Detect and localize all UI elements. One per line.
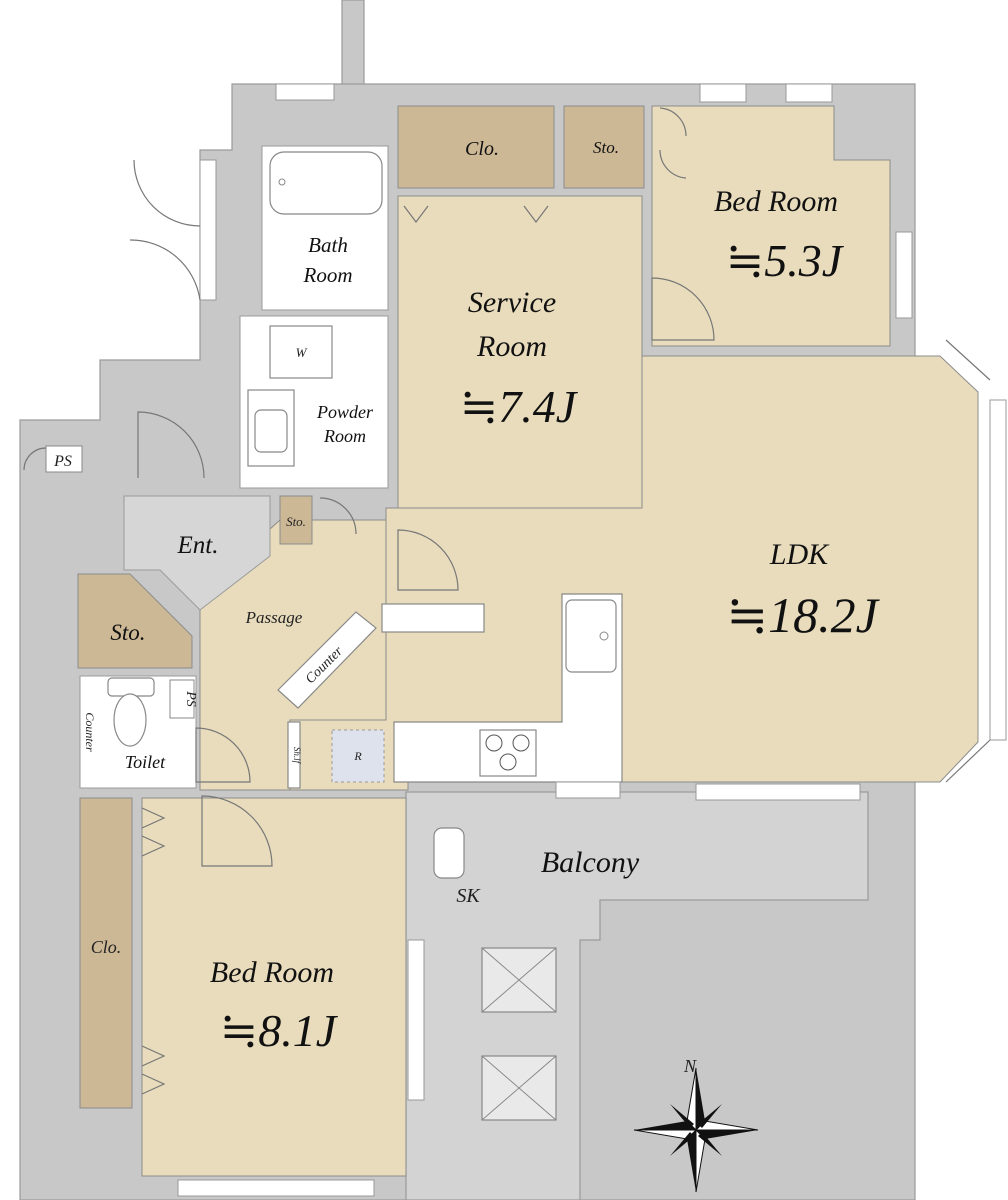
closet-left-label: Clo. bbox=[91, 937, 122, 957]
wet-areas bbox=[79, 145, 389, 789]
kitchen-counter bbox=[393, 593, 623, 783]
slop-sink bbox=[433, 827, 465, 879]
counter-diagonal bbox=[277, 611, 377, 709]
toilet-ps bbox=[169, 679, 195, 719]
powder-room-label-1: Powder bbox=[316, 402, 374, 422]
bed-room-top-area: ≒5.3J bbox=[726, 235, 845, 286]
toilet-bowl bbox=[113, 693, 147, 747]
doors bbox=[23, 107, 991, 1095]
toilet-tank bbox=[107, 677, 155, 697]
ps-top-label: PS bbox=[53, 453, 72, 470]
storage-areas bbox=[77, 105, 645, 1109]
island-shelf bbox=[381, 603, 485, 633]
storage-top bbox=[563, 105, 645, 189]
counter-vertical-label: Counter bbox=[83, 712, 97, 752]
ldk-area: ≒18.2J bbox=[726, 587, 880, 643]
bath-room-label-1: Bath bbox=[308, 233, 348, 257]
bath-room-label-2: Room bbox=[303, 263, 353, 287]
toilet-ps-label: PS bbox=[183, 690, 198, 707]
service-room-area: ≒7.4J bbox=[460, 381, 579, 432]
washer-label: W bbox=[296, 345, 308, 360]
bathtub bbox=[269, 151, 383, 215]
kitchen-sink bbox=[565, 599, 617, 673]
entrance-label: Ent. bbox=[177, 532, 219, 559]
storage-small-label: Sto. bbox=[286, 514, 306, 529]
powder-room-label-2: Room bbox=[323, 426, 366, 446]
washing-machine bbox=[269, 325, 333, 379]
windows bbox=[177, 83, 1007, 1197]
shelf-label: Sh.lf bbox=[292, 747, 302, 765]
balcony-label: Balcony bbox=[541, 846, 640, 879]
storage-top-label: Sto. bbox=[593, 138, 619, 157]
closet-left bbox=[79, 797, 133, 1109]
shelf-unit bbox=[287, 721, 301, 789]
ldk-label: LDK bbox=[769, 538, 830, 571]
fridge-space bbox=[331, 729, 385, 783]
bed-room-top-floor bbox=[651, 105, 891, 347]
passage-label: Passage bbox=[245, 608, 303, 627]
bed-room-bottom-area: ≒8.1J bbox=[220, 1005, 339, 1056]
kitchen bbox=[277, 593, 623, 789]
service-room-label-1: Service bbox=[468, 286, 556, 319]
compass-rose: N bbox=[633, 1056, 759, 1193]
fridge-label: R bbox=[353, 749, 362, 763]
balcony-area bbox=[405, 791, 869, 1200]
sink-label: SK bbox=[456, 885, 481, 907]
room-floors bbox=[141, 105, 979, 1177]
vent-duct bbox=[341, 0, 365, 91]
bed-room-bottom-label: Bed Room bbox=[210, 956, 334, 989]
storage-left bbox=[77, 573, 193, 669]
service-room-floor bbox=[397, 195, 643, 509]
entrance-floor bbox=[123, 495, 271, 611]
service-room-label-2: Room bbox=[476, 330, 547, 363]
compass-icon bbox=[633, 1067, 759, 1193]
toilet-label: Toilet bbox=[125, 752, 166, 772]
closet-top bbox=[397, 105, 555, 189]
compass-north-label: N bbox=[683, 1056, 697, 1076]
storage-small bbox=[279, 495, 313, 545]
closet-top-label: Clo. bbox=[465, 138, 499, 160]
storage-left-label: Sto. bbox=[110, 620, 145, 645]
bed-room-top-label: Bed Room bbox=[714, 185, 838, 218]
bed-room-bottom-floor bbox=[141, 797, 407, 1177]
